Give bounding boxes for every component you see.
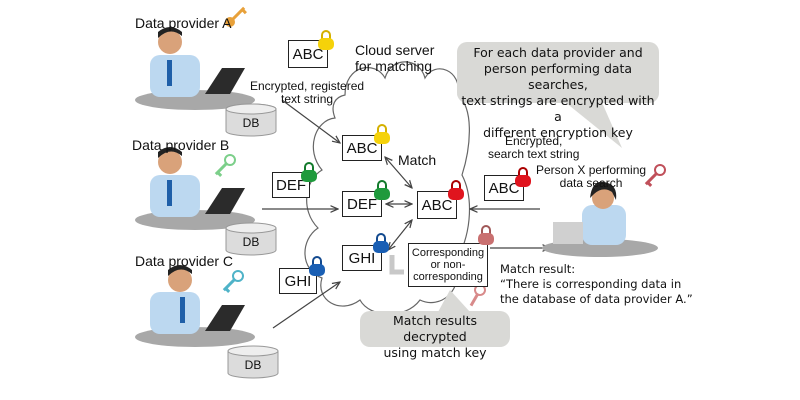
match-result-line2: “There is corresponding data in [500,277,682,291]
match-result-line1: Match result: [500,262,576,276]
arrow-match-ghi [388,220,412,250]
database-provider-c: DB [227,345,279,379]
arrow-provider-c [272,282,340,329]
result-box: Corresponding or non- corresponding [408,243,488,287]
result-line3: corresponding [413,271,483,283]
person-x-searcher [542,181,658,257]
provider-b-label: Data provider B [132,137,230,153]
database-provider-b: DB [225,222,277,256]
person-provider-b [135,147,255,230]
match-result-line3: the database of data provider A.” [500,292,693,306]
key-icon-provider-c [222,270,244,293]
result-line2: or non- [430,259,466,271]
match-result-text: Match result: “There is corresponding da… [500,262,693,307]
provider-a-label: Data provider A [135,15,232,31]
db-label: DB [242,235,260,249]
lock-icon-red [515,167,531,187]
person-x-label: Person X performing data search [536,164,646,190]
lock-icon-blue [309,256,325,276]
result-line1: Corresponding [411,247,485,259]
callout-bottom-line1: Match results decrypted [393,313,477,344]
provider-c-label: Data provider C [135,253,234,269]
arrow-match-abc [385,157,412,188]
callout-encryption-keys: For each data provider and person perfor… [457,42,659,140]
callout-top-line3: text strings are encrypted with a [461,93,655,124]
registered-label-line2: text string [281,92,334,106]
callout-bottom-line2: using match key [383,345,487,360]
cloud-title: Cloud server for matching [355,42,434,74]
callout-top-tail [560,98,622,148]
lock-icon-red [448,180,464,200]
database-provider-a: DB [225,103,277,137]
query-box-abc: ABC [417,191,457,219]
lock-icon-green [374,180,390,200]
lock-icon-blue [373,233,389,253]
person-x-label-line2: data search [559,176,623,190]
arrow-to-result [389,255,404,275]
lock-icon-yellow [318,30,334,50]
lock-icon-green [301,162,317,182]
key-icon-person-x [644,164,666,187]
arrow-provider-a [281,99,340,143]
person-x-label-line1: Person X performing [536,163,647,177]
search-label: Encrypted, search text string [488,135,579,161]
callout-top-line1: For each data provider and [473,45,643,60]
lock-icon-yellow [374,124,390,144]
key-icon-provider-a [225,6,247,27]
callout-match-key: Match results decrypted using match key [360,311,510,360]
callout-top-line4: different encryption key [483,125,633,140]
db-label: DB [244,358,262,372]
callout-bottom-tail [438,290,470,312]
person-provider-c [135,265,255,347]
match-label: Match [398,152,437,168]
person-provider-a [135,27,255,110]
registered-label-line1: Encrypted, registered [250,79,365,93]
callout-top-line2: person performing data searches, [483,61,633,92]
db-label: DB [242,116,260,130]
cloud-title-line2: for matching [355,58,433,74]
search-label-line2: search text string [488,147,580,161]
registered-label: Encrypted, registered text string [250,80,364,106]
search-label-line1: Encrypted, [505,134,563,148]
cloud-title-line1: Cloud server [355,42,435,58]
lock-icon-pink [478,225,494,245]
key-icon-provider-b [214,154,236,177]
